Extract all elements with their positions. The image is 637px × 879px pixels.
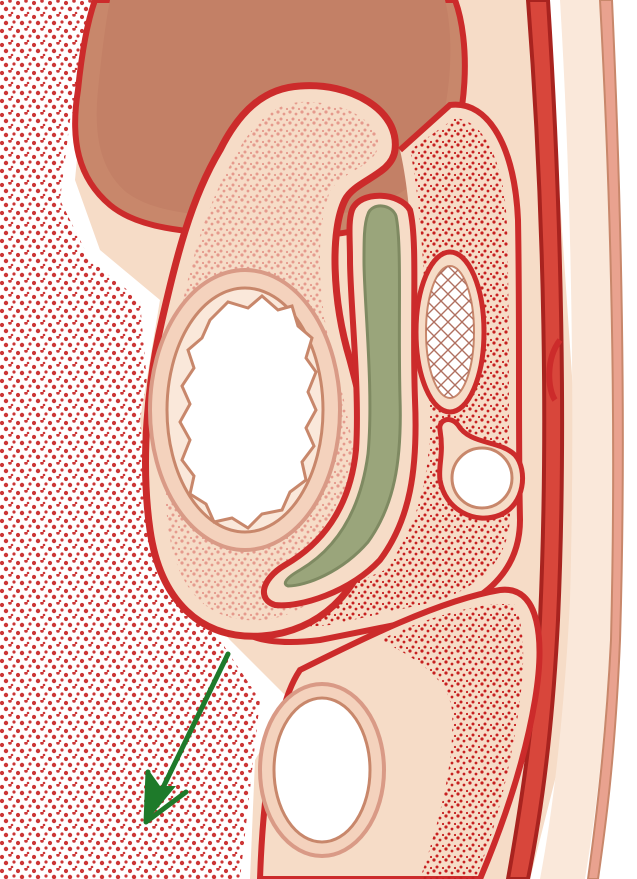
vessel-bundle — [416, 252, 484, 412]
lower-lumen — [260, 684, 384, 856]
